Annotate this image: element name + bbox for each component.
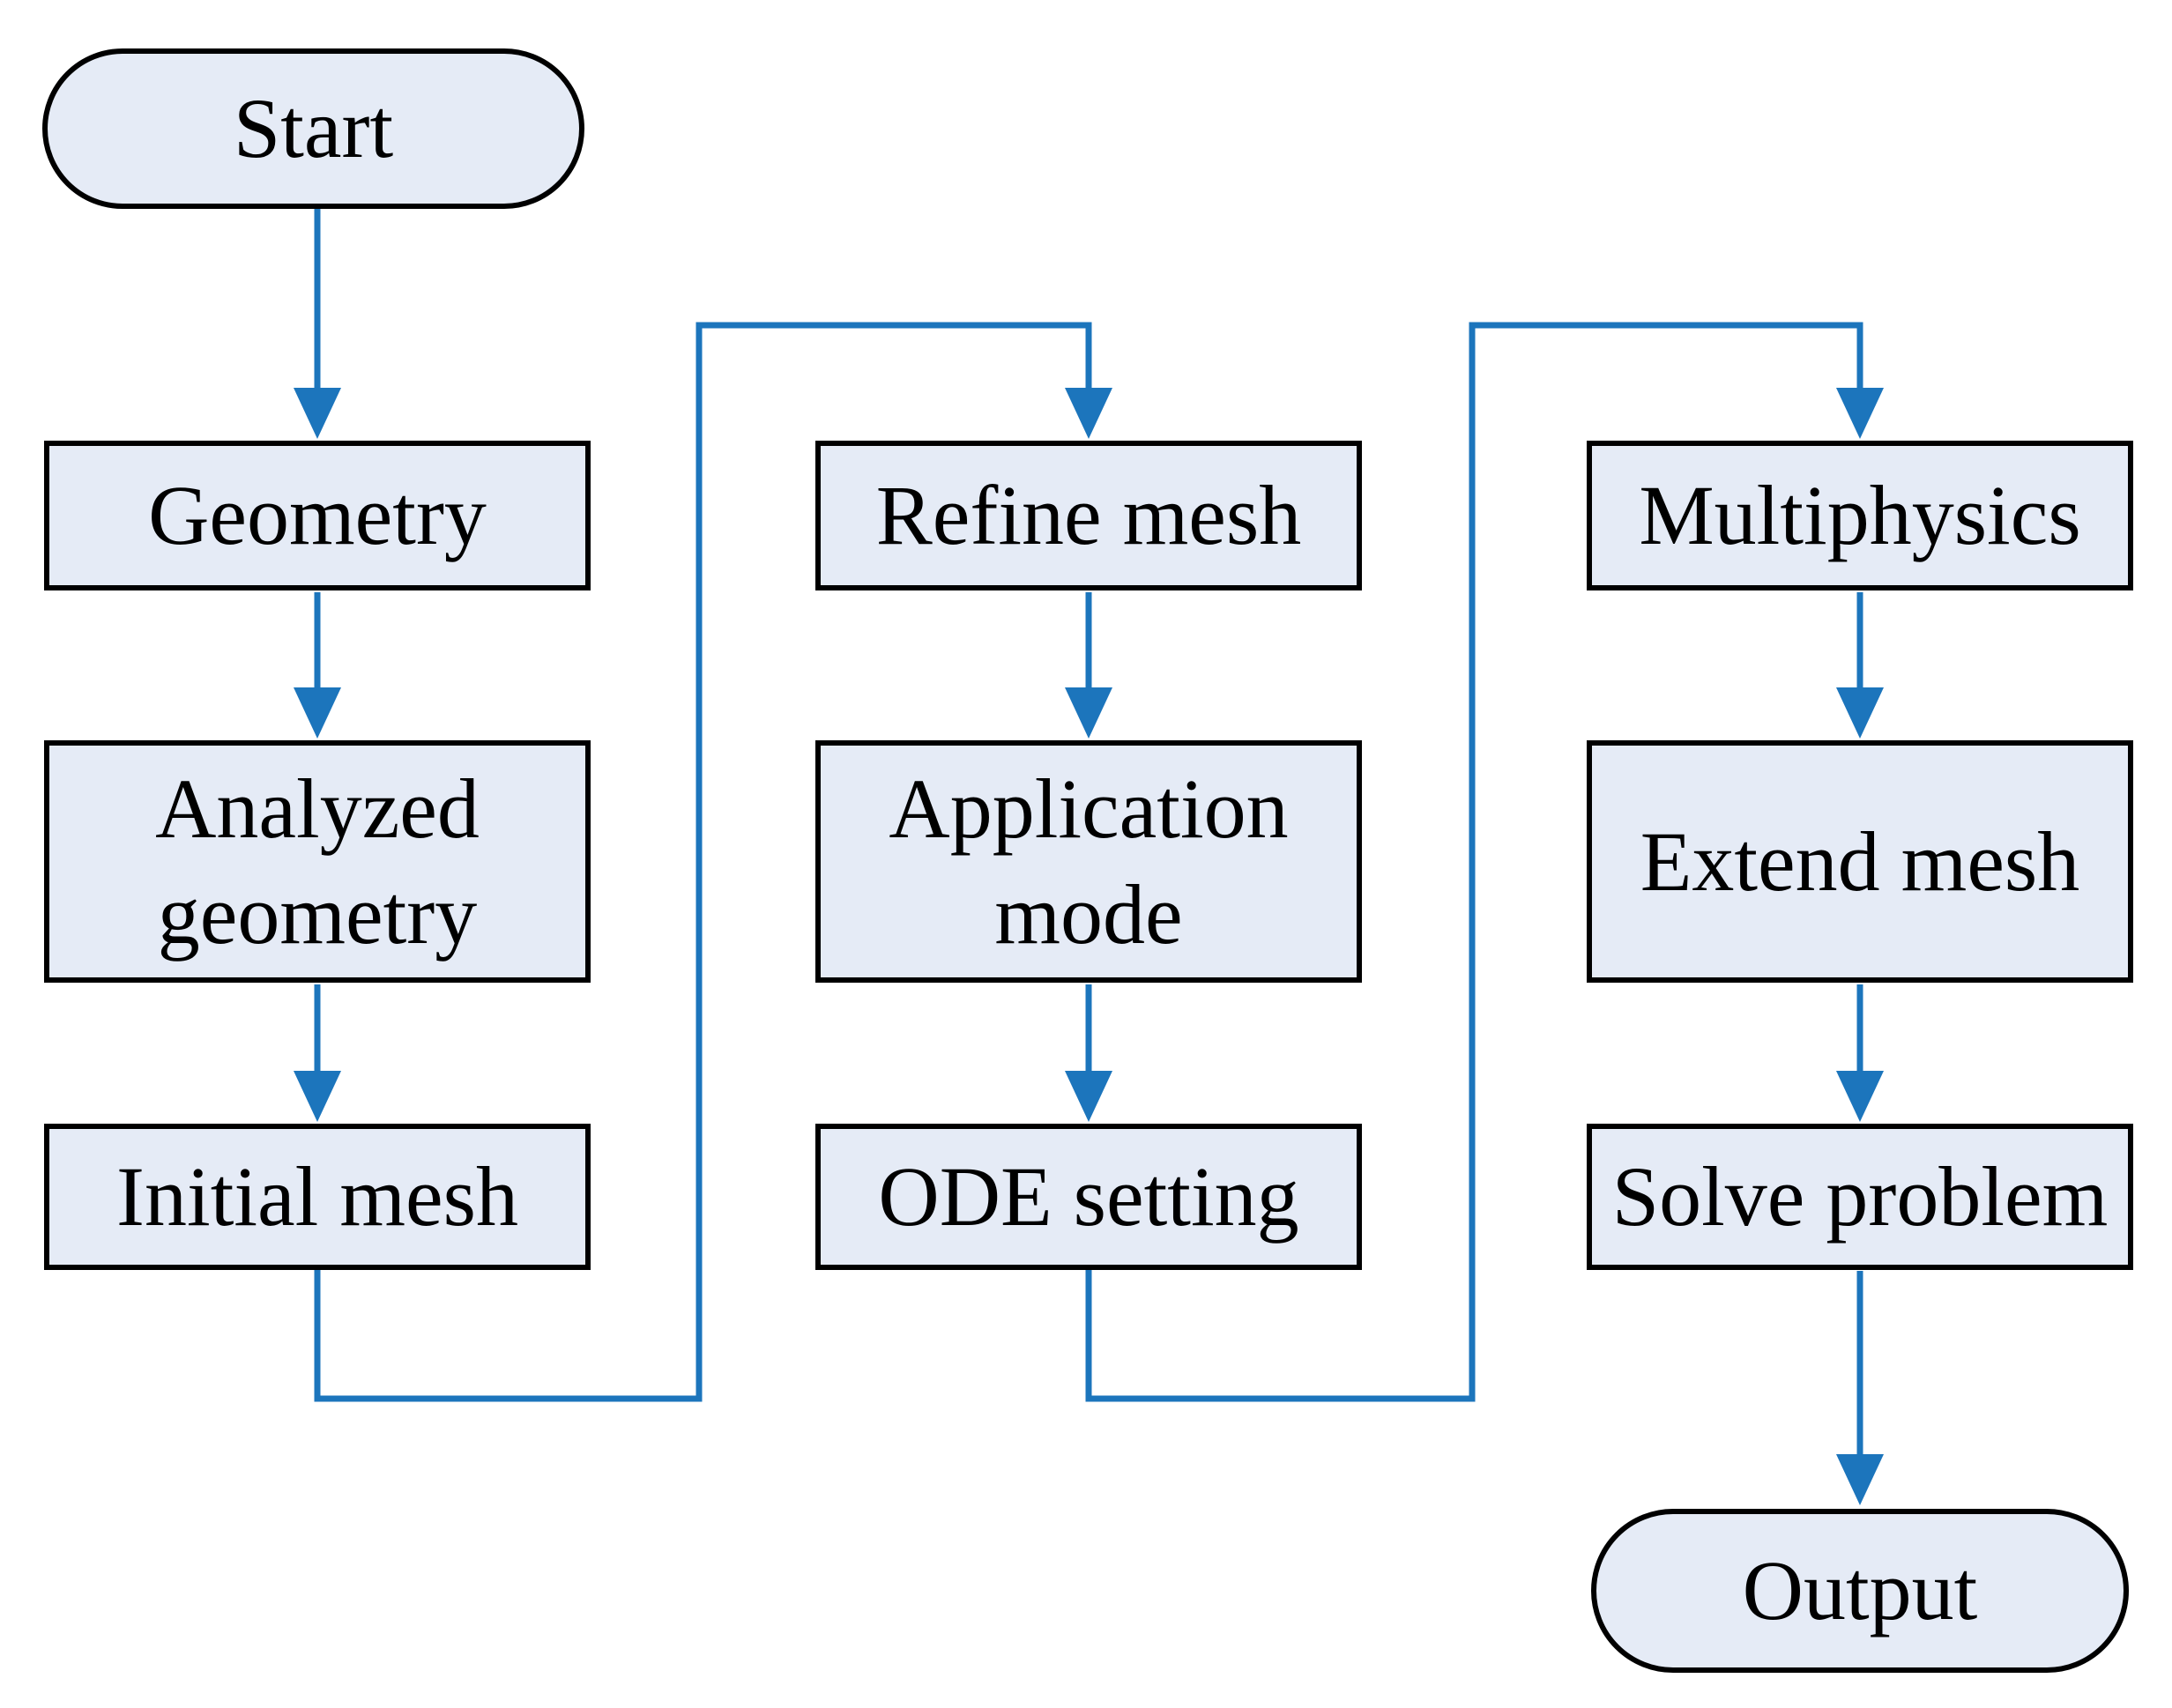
arrowhead — [1065, 687, 1112, 739]
node-start: Start — [42, 48, 584, 209]
arrowhead — [1836, 1454, 1884, 1505]
node-multiphysics: Multiphysics — [1587, 441, 2133, 590]
node-label: Start — [233, 81, 394, 175]
node-label: Analyzed geometry — [155, 761, 480, 962]
node-initial-mesh: Initial mesh — [44, 1124, 591, 1270]
edge-start-to-geometry — [294, 209, 341, 439]
node-ode-setting: ODE setting — [815, 1124, 1362, 1270]
node-label: ODE setting — [878, 1149, 1299, 1244]
edge-multiphysics-to-extend-mesh — [1836, 592, 1884, 739]
arrowhead — [1065, 1071, 1112, 1122]
node-label: Solve problem — [1611, 1149, 2109, 1244]
edge-solve-problem-to-output — [1836, 1271, 1884, 1505]
edge-geometry-to-analyzed-geometry — [294, 592, 341, 739]
node-application-mode: Application mode — [815, 740, 1362, 983]
node-extend-mesh: Extend mesh — [1587, 740, 2133, 983]
node-analyzed-geometry: Analyzed geometry — [44, 740, 591, 983]
edge-initial-mesh-to-refine-mesh — [314, 322, 1112, 1402]
arrowhead — [294, 388, 341, 439]
arrowhead — [1065, 388, 1112, 439]
arrowhead — [294, 1071, 341, 1122]
node-label: Multiphysics — [1639, 468, 2081, 562]
edge-extend-mesh-to-solve-problem — [1836, 984, 1884, 1122]
node-label: Geometry — [148, 468, 487, 562]
node-refine-mesh: Refine mesh — [815, 441, 1362, 590]
arrowhead — [1836, 687, 1884, 739]
node-label: Initial mesh — [116, 1149, 518, 1244]
edge-refine-mesh-to-application-mode — [1065, 592, 1112, 739]
node-label: Application mode — [889, 761, 1289, 962]
node-label: Extend mesh — [1640, 813, 2080, 909]
edge-ode-setting-to-multiphysics — [1085, 322, 1884, 1402]
arrowhead — [1836, 1071, 1884, 1122]
edge-application-mode-to-ode-setting — [1065, 984, 1112, 1122]
node-label: Output — [1742, 1543, 1978, 1637]
edge-analyzed-geometry-to-initial-mesh — [294, 984, 341, 1122]
node-label: Refine mesh — [875, 468, 1302, 562]
arrowhead — [1836, 388, 1884, 439]
node-geometry: Geometry — [44, 441, 591, 590]
arrowhead — [294, 687, 341, 739]
node-solve-problem: Solve problem — [1587, 1124, 2133, 1270]
node-output: Output — [1591, 1509, 2129, 1673]
